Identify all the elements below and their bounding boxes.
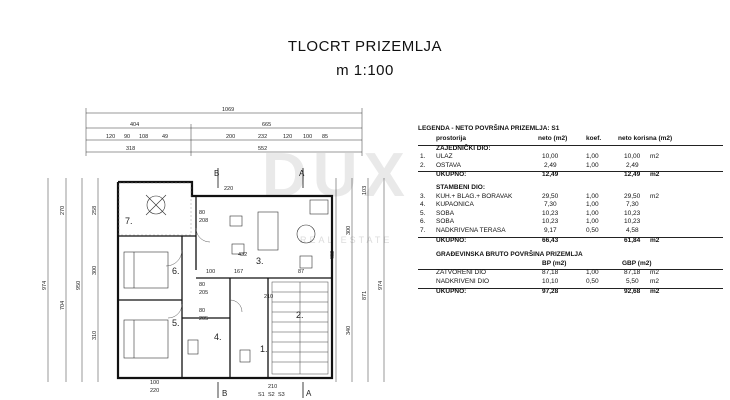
door-label: 205: [199, 316, 208, 322]
dim-right: 300: [346, 226, 352, 235]
staircase: [271, 281, 329, 375]
col-room: prostorija: [436, 135, 466, 142]
living-furniture: [229, 199, 329, 269]
interior-walls: [118, 196, 332, 378]
door-swings: [165, 227, 243, 319]
plan-scale: m 1:100: [336, 62, 394, 79]
terrace-area: [118, 182, 192, 236]
room-number-7: 7.: [125, 216, 133, 226]
dim-segment: 85: [322, 134, 328, 140]
legend-row: 6. SOBA 10,23 1,00 10,23: [420, 218, 641, 226]
legend-total: UKUPNO: 66,43 61,84 m2: [418, 236, 723, 247]
bed-room-6: [123, 251, 169, 289]
col-usable: neto korisna (m2): [618, 135, 673, 142]
bottom-dim: 100: [150, 380, 159, 386]
room-number-6: 6.: [172, 266, 180, 276]
stair-label-s1: S1: [258, 392, 265, 398]
section-mark-a-bottom: A: [306, 389, 312, 398]
interior-dim: 100: [206, 269, 215, 275]
section-mark-b-bottom: B: [222, 389, 227, 398]
gross-title: GRAĐEVINSKA BRUTO POVRŠINA PRIZEMLJA: [436, 251, 583, 259]
legend-row: 7. NADKRIVENA TERASA 9,17 0,50 4,58: [420, 226, 639, 234]
dim-segment: 200: [226, 134, 235, 140]
bottom-dim: 210: [268, 384, 277, 390]
door-label: 80: [199, 210, 205, 216]
dim-right: 340: [346, 326, 352, 335]
door-label: 80: [199, 308, 205, 314]
floor-plan: 1069 404 665 120 90 108 49 200 232 120 1…: [42, 107, 385, 398]
legend-row: NADKRIVENI DIO 10,10 0,50 5,50 m2: [436, 277, 660, 285]
area-legend: LEGENDA - NETO POVRŠINA PRIZEMLJA: S1 pr…: [418, 125, 723, 298]
door-label: 80: [199, 282, 205, 288]
legend-row: ZATVORENI DIO 87,18 1,00 87,18 m2: [436, 269, 660, 277]
left-dimension-lines: [47, 178, 99, 382]
col-gbp: GBP (m2): [622, 259, 652, 267]
common-header: ZAJEDNIČKI DIO:: [436, 144, 491, 152]
dim-left-width: 404: [130, 122, 139, 128]
dim-segment: 100: [303, 134, 312, 140]
plan-title: TLOCRT PRIZEMLJA: [287, 38, 443, 55]
dim-right: 871: [362, 291, 368, 300]
section-mark-a-top: A: [299, 169, 305, 178]
col-coef: koef.: [586, 135, 602, 142]
dim-right: 103: [362, 186, 368, 195]
dim-right-total: 974: [378, 281, 384, 290]
dim-left: 300: [92, 266, 98, 275]
col-bp: BP (m2): [542, 259, 567, 267]
dim-left-total: 974: [42, 281, 48, 290]
legend-row: 4. KUPAONICA 7,30 1,00 7,30: [420, 201, 639, 209]
stair-label-s3: S3: [278, 392, 285, 398]
dim-left: 258: [92, 206, 98, 215]
col-net: neto (m2): [538, 135, 568, 142]
door-label: 205: [199, 290, 208, 296]
legend-row: 3. KUH.+ BLAG.+ BORAVAK 29,50 1,00 29,50…: [420, 192, 660, 200]
legend-total: UKUPNO: 97,28 92,68 m2: [418, 287, 723, 298]
door-label: 210: [264, 294, 273, 300]
dim-segment: 552: [258, 146, 267, 152]
section-markers: [217, 168, 304, 398]
interior-dim: 167: [234, 269, 243, 275]
terrace-table: [145, 194, 167, 216]
dim-total-width: 1069: [222, 107, 234, 113]
dim-left: 704: [60, 301, 66, 310]
dim-segment: 318: [126, 146, 135, 152]
dim-left: 270: [60, 206, 66, 215]
dim-segment: 232: [258, 134, 267, 140]
legend-row: 1. ULAZ 10,00 1,00 10,00 m2: [420, 153, 660, 161]
section-mark-b-top: B: [214, 169, 219, 178]
bed-room-5: [123, 319, 169, 359]
dim-segment: 49: [162, 134, 168, 140]
right-dimension-lines: [335, 178, 385, 382]
exterior-walls: [116, 180, 334, 380]
legend-row: 2. OSTAVA 2,49 1,00 2,49: [420, 161, 639, 169]
interior-dim: 87: [298, 269, 304, 275]
dim-left: 950: [76, 281, 82, 290]
legend-row: 5. SOBA 10,23 1,00 10,23: [420, 209, 641, 217]
dim-left: 310: [92, 331, 98, 340]
bathroom-fixtures: [187, 339, 251, 363]
dim-segment: 120: [106, 134, 115, 140]
stair-label-s2: S2: [268, 392, 275, 398]
room-number-1: 1.: [260, 344, 268, 354]
legend-total: UKUPNO: 12,49 12,49 m2: [418, 171, 723, 181]
dim-segment: 108: [139, 134, 148, 140]
room-number-3: 3.: [256, 256, 264, 266]
room-number-4: 4.: [214, 332, 222, 342]
dim-segment: 90: [124, 134, 130, 140]
room-number-5: 5.: [172, 318, 180, 328]
dim-right-width: 665: [262, 122, 271, 128]
top-dimension-lines: [85, 108, 363, 156]
interior-dim: 432: [238, 252, 247, 258]
apartment-header: STAMBENI DIO:: [436, 183, 485, 191]
room-number-2: 2.: [296, 310, 304, 320]
watermark-subtitle: REAL ESTATE: [300, 235, 393, 245]
door-label: 208: [199, 218, 208, 224]
bottom-dim: 220: [150, 388, 159, 394]
legend-title: LEGENDA - NETO POVRŠINA PRIZEMLJA: S1: [418, 125, 560, 132]
dim-segment: 120: [283, 134, 292, 140]
door-label: 220: [224, 186, 233, 192]
